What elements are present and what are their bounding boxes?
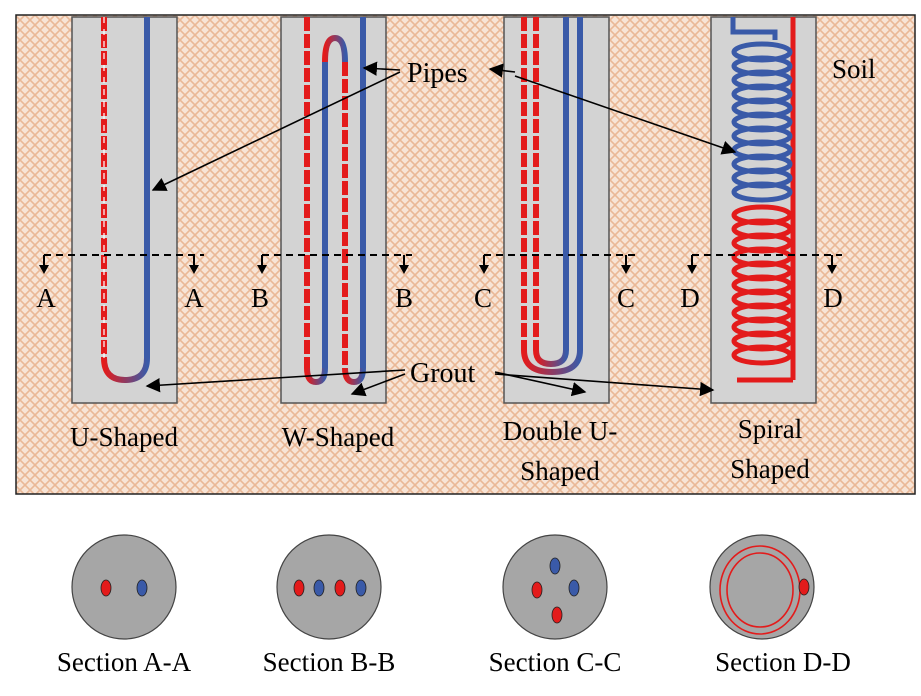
down-arrow-icon — [827, 265, 837, 274]
section-letter: D — [823, 283, 843, 313]
section-letter: A — [36, 283, 56, 313]
section-letter: D — [680, 283, 700, 313]
design-name-spiral-line2: Shaped — [730, 454, 810, 484]
arrowhead-icon — [151, 71, 401, 191]
design-name-w: W-Shaped — [282, 422, 395, 452]
down-arrow-icon — [687, 265, 697, 274]
section-title-a: Section A-A — [57, 647, 192, 677]
arrowhead-icon — [514, 75, 737, 155]
arrowhead-icon — [350, 373, 406, 397]
cold-pipe-section — [568, 579, 580, 597]
cross-section-a — [71, 534, 177, 640]
section-title-b: Section B-B — [263, 647, 396, 677]
section-letter: C — [617, 283, 635, 313]
section-letter: B — [251, 283, 269, 313]
arrowhead-icon — [362, 61, 401, 76]
hot-pipe-section — [531, 581, 543, 599]
cold-pipe-section — [313, 579, 325, 597]
hot-pipe-section — [100, 579, 112, 597]
section-title-c: Section C-C — [489, 647, 622, 677]
grout-label: Grout — [410, 358, 476, 389]
design-name-u: U-Shaped — [70, 422, 178, 452]
spiral-ring-inner — [726, 552, 794, 628]
u-bend — [101, 357, 150, 384]
hot-pipe-section — [334, 579, 346, 597]
section-circle — [71, 534, 177, 640]
soil-label: Soil — [832, 54, 876, 84]
grout-column-double-u — [503, 16, 610, 404]
down-arrow-icon — [39, 265, 49, 274]
pipes-label: Pipes — [407, 58, 468, 89]
grout-column-spiral — [710, 16, 817, 404]
section-circle — [276, 534, 382, 640]
hot-pipe-section — [798, 578, 810, 596]
double-u-bend-inner — [533, 349, 569, 368]
down-arrow-icon — [479, 265, 489, 274]
section-circle — [502, 534, 608, 640]
design-name-spiral-line1: Spiral — [738, 414, 803, 444]
section-letter: A — [184, 283, 204, 313]
w-bend-2 — [342, 367, 366, 386]
hot-pipe-section — [551, 606, 563, 624]
grout-column-u — [71, 16, 178, 404]
arrowhead-icon — [488, 63, 516, 78]
down-arrow-icon — [399, 265, 409, 274]
double-u-bend-outer — [521, 349, 583, 376]
arrowhead-icon — [145, 369, 406, 393]
cross-section-c — [502, 534, 608, 640]
spiral-loop — [731, 181, 793, 203]
borehole-u-shaped — [71, 16, 178, 404]
grout-callouts — [145, 369, 715, 397]
section-letter: B — [395, 283, 413, 313]
cold-pipe-section — [549, 557, 561, 575]
section-letter: C — [474, 283, 492, 313]
hot-pipe-section — [293, 579, 305, 597]
borehole-spiral-shaped — [710, 16, 817, 404]
section-title-d: Section D-D — [715, 647, 851, 677]
down-arrow-icon — [189, 265, 199, 274]
cold-pipe-section — [136, 579, 148, 597]
down-arrow-icon — [621, 265, 631, 274]
down-arrow-icon — [257, 265, 267, 274]
cross-section-d — [709, 534, 815, 640]
borehole-w-shaped — [280, 16, 387, 404]
cold-pipe — [730, 17, 778, 40]
cross-section-b — [276, 534, 382, 640]
design-name-double-u-line1: Double U- — [503, 416, 618, 446]
spiral-coil-red — [731, 204, 793, 366]
pipes-callouts — [151, 61, 737, 191]
cold-pipe-section — [355, 579, 367, 597]
borehole-double-u-shaped — [503, 16, 610, 404]
spiral-coil-blue — [731, 41, 793, 203]
design-name-double-u-line2: Shaped — [520, 456, 600, 486]
spiral-loop — [731, 344, 793, 366]
w-top-bend — [322, 34, 348, 63]
arrowhead-icon — [494, 373, 715, 397]
grout-column-w — [280, 16, 387, 404]
section-circle — [709, 534, 815, 640]
